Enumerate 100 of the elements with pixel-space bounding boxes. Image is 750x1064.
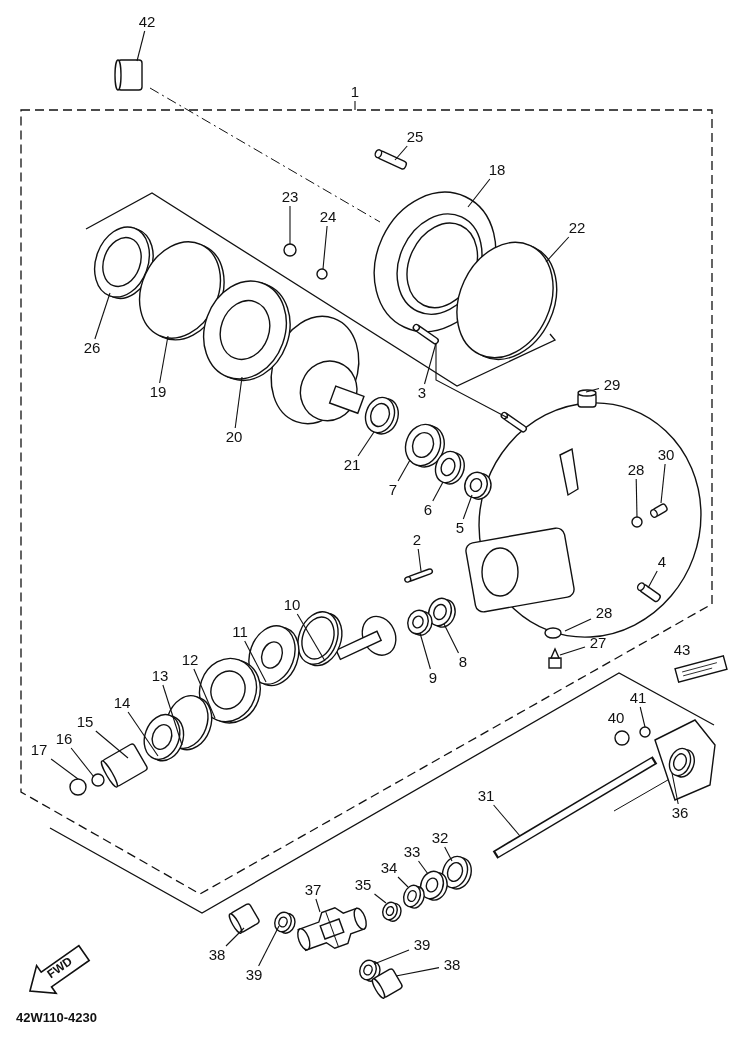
leader-line — [397, 459, 411, 482]
leader-line — [70, 747, 95, 778]
washer-drawing — [631, 516, 643, 528]
nut-drawing — [382, 901, 402, 922]
callout-number: 7 — [380, 481, 406, 499]
leader-line — [467, 178, 491, 208]
leader-line — [94, 292, 111, 340]
callout-number: 30 — [653, 446, 679, 464]
collar-drawing — [407, 609, 433, 636]
bolt-drawing — [649, 502, 669, 518]
o-ring-drawing — [297, 611, 343, 667]
plug-drawing — [577, 389, 597, 408]
leader-line — [357, 431, 375, 457]
leader-line — [462, 494, 473, 520]
bearing-housing-drawing — [198, 657, 261, 724]
callout-number: 1 — [342, 83, 368, 101]
callout-number: 28 — [591, 604, 617, 622]
leader-line — [289, 205, 291, 245]
drive-shaft-drawing — [492, 756, 658, 859]
callout-number: 34 — [376, 859, 402, 877]
callout-number: 43 — [672, 641, 692, 659]
circlip-drawing — [402, 884, 425, 909]
leader-line — [127, 711, 159, 757]
leader-line — [373, 949, 410, 965]
callout-number: 17 — [26, 741, 52, 759]
callout-number: 40 — [606, 709, 626, 727]
callout-number: 4 — [649, 553, 675, 571]
callout-number: 15 — [72, 713, 98, 731]
leader-line — [443, 623, 460, 654]
leader-line — [397, 876, 409, 888]
callout-number: 23 — [277, 188, 303, 206]
oil-seal-drawing — [143, 713, 185, 762]
callout-number: 31 — [473, 787, 499, 805]
callout-number: 5 — [447, 519, 473, 537]
o-ring-drawing — [456, 241, 558, 360]
callout-number: 28 — [623, 461, 649, 479]
leader-line — [444, 846, 453, 862]
callout-number: 26 — [79, 339, 105, 357]
washer-drawing — [91, 773, 105, 787]
direction-label: FWD — [44, 954, 75, 982]
callout-number: 42 — [134, 13, 160, 31]
circlip-drawing — [274, 911, 296, 934]
drain-bolt-drawing — [548, 647, 562, 669]
leader-line — [660, 463, 666, 504]
leader-line — [394, 145, 408, 161]
callout-number: 37 — [300, 881, 326, 899]
callout-number: 11 — [227, 623, 253, 641]
bearing-drawing — [203, 280, 291, 381]
washer-drawing — [544, 627, 562, 639]
callout-number: 29 — [599, 376, 625, 394]
shim-drawing — [364, 396, 399, 435]
leader-line — [136, 30, 146, 62]
leader-line — [432, 481, 444, 502]
callout-number: 35 — [350, 876, 376, 894]
leader-line — [162, 684, 183, 746]
bearing-drawing — [248, 625, 300, 687]
leader-line — [258, 925, 280, 967]
callout-number: 12 — [177, 651, 203, 669]
callout-number: 19 — [145, 383, 171, 401]
callout-number: 13 — [147, 667, 173, 685]
coupling-drawing — [100, 742, 149, 788]
callout-number: 32 — [427, 829, 453, 847]
callout-number: 24 — [315, 208, 341, 226]
leader-line — [671, 772, 679, 805]
leader-line — [417, 548, 422, 572]
leader-line — [435, 342, 509, 419]
leader-line — [50, 758, 79, 780]
leader-line — [647, 570, 658, 589]
callout-number: 27 — [585, 634, 611, 652]
bearing-drawing — [404, 423, 445, 468]
universal-joint-drawing — [297, 906, 367, 952]
bearing-drawing — [427, 597, 456, 628]
callout-number: 3 — [409, 384, 435, 402]
leader-line — [639, 706, 646, 728]
leader-line — [322, 225, 328, 270]
leader-line — [244, 640, 267, 683]
callout-number: 2 — [404, 531, 430, 549]
nut-drawing — [283, 243, 297, 257]
leader-line — [493, 804, 521, 837]
callout-number: 22 — [564, 219, 590, 237]
callout-number: 20 — [221, 428, 247, 446]
leader-line — [564, 618, 592, 632]
callout-number: 9 — [420, 669, 446, 687]
callout-number: 41 — [625, 689, 651, 707]
callout-number: 25 — [402, 128, 428, 146]
leader-line — [296, 613, 326, 662]
callout-number: 38 — [204, 946, 230, 964]
nut-drawing — [639, 726, 651, 738]
bushing-drawing — [114, 59, 143, 91]
callout-number: 10 — [279, 596, 305, 614]
nut-drawing — [69, 778, 87, 796]
leader-line — [373, 893, 387, 904]
callout-number: 14 — [109, 694, 135, 712]
diagram-code: 42W110-4230 — [16, 1010, 97, 1025]
spring-drawing — [668, 747, 695, 778]
callout-number: 6 — [415, 501, 441, 519]
leader-line — [559, 646, 586, 656]
leader-line — [159, 335, 169, 384]
callout-number: 18 — [484, 161, 510, 179]
leader-line — [95, 730, 129, 759]
